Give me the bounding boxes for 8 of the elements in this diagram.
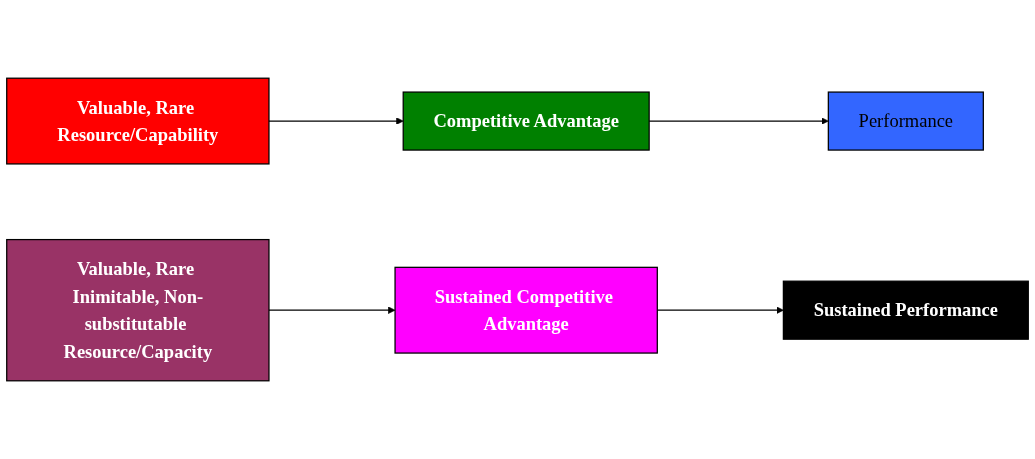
arrow xyxy=(268,306,396,314)
node-box: Competitive Advantage xyxy=(402,91,650,151)
node-box: Sustained Competitive Advantage xyxy=(394,266,658,354)
node-box: Sustained Performance xyxy=(782,280,1029,340)
node-box: Performance xyxy=(827,91,984,151)
node-box: Valuable, Rare Inimitable, Non-substitutable Resource/Capacity xyxy=(6,238,270,382)
arrow xyxy=(268,117,404,125)
node-box: Valuable, Rare Resource/Capability xyxy=(6,77,270,165)
